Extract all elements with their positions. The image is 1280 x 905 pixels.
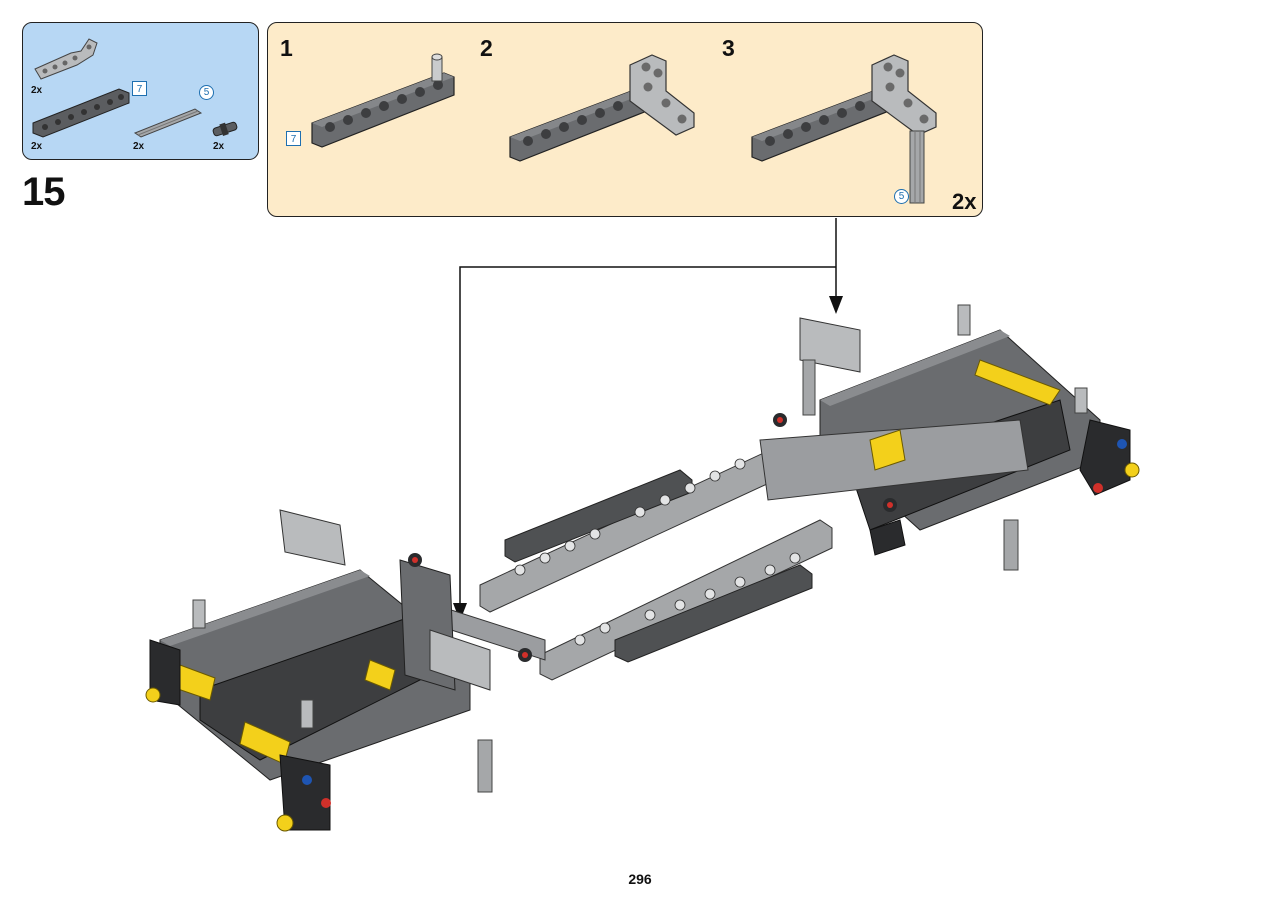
substep-number-2: 2 <box>480 35 493 61</box>
part-qty: 2x <box>133 141 145 152</box>
arrow-head <box>453 603 467 621</box>
substep-3-illustration <box>751 54 937 204</box>
length-callout-circle: 5 <box>894 189 909 204</box>
parts-list-callout: 2x 7 2x 5 2x 2x <box>22 22 259 160</box>
length-callout-square: 7 <box>286 131 301 146</box>
substep-1-illustration <box>311 53 455 148</box>
arrow-head <box>829 296 843 314</box>
substep-2-illustration <box>509 54 695 162</box>
subassembly-multiplier: 2x <box>952 189 977 214</box>
part-qty: 2x <box>31 85 43 96</box>
substep-number-3: 3 <box>722 35 735 61</box>
part-qty: 2x <box>213 141 225 152</box>
l-beam-part-icon <box>34 38 98 80</box>
rear-axle-module <box>759 304 1140 571</box>
subassembly-callout: 1 2 3 7 5 2x <box>267 22 983 217</box>
pin-part-icon <box>212 121 238 137</box>
page-number: 296 <box>628 871 652 887</box>
substep-number-1: 1 <box>280 35 293 61</box>
step-number: 15 <box>22 170 65 214</box>
axle-5-part-icon <box>133 108 203 138</box>
assembly-arrows <box>459 218 837 605</box>
part-qty: 2x <box>31 141 43 152</box>
length-callout-square: 7 <box>132 81 147 96</box>
beam-7-part-icon <box>32 88 130 138</box>
side-rail-front <box>539 519 833 681</box>
front-axle-module <box>145 509 546 832</box>
length-callout-circle: 5 <box>199 85 214 100</box>
